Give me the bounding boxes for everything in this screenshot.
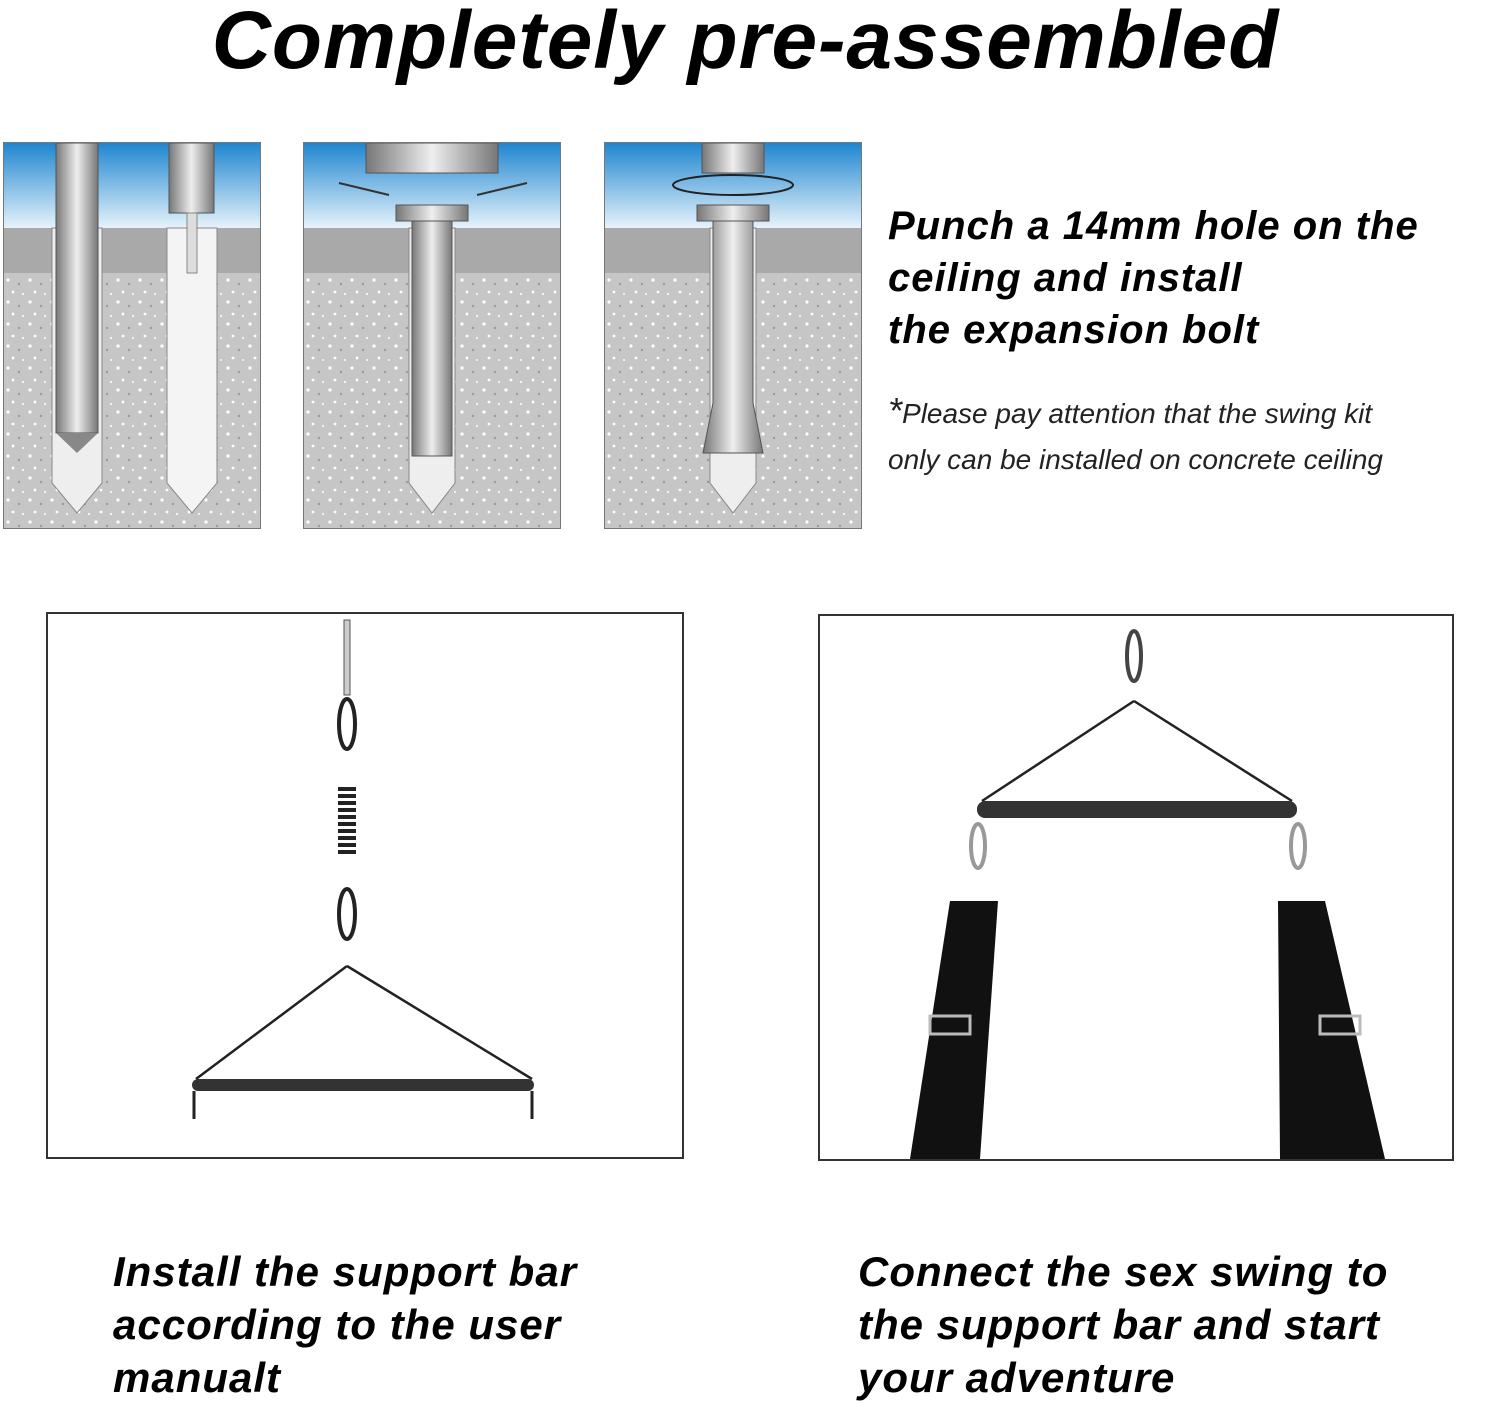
asterisk: * <box>888 390 903 431</box>
note-line: Please pay attention that the swing kit <box>902 398 1373 429</box>
step1-line: Punch a 14mm hole on the <box>888 204 1419 248</box>
step3-line: the support bar and start <box>858 1301 1381 1348</box>
step3-line: Connect the sex swing to <box>858 1248 1389 1295</box>
drill-hole-illustration <box>3 142 261 529</box>
swing-attached-illustration <box>818 614 1454 1161</box>
step2-line: according to the user <box>113 1301 562 1348</box>
note-line: only can be installed on concrete ceilin… <box>888 444 1383 475</box>
step2-line: manualt <box>113 1354 282 1401</box>
page-title: Completely pre-assembled <box>211 0 1280 86</box>
insert-bolt-illustration <box>303 142 561 529</box>
step2-instruction: Install the support bar according to the… <box>113 1245 577 1404</box>
step2-line: Install the support bar <box>113 1248 578 1295</box>
tighten-bolt-illustration <box>604 142 862 529</box>
support-bar-illustration <box>46 612 684 1159</box>
step1-line: the expansion bolt <box>888 308 1260 352</box>
step3-instruction: Connect the sex swing to the support bar… <box>858 1245 1388 1404</box>
step1-line: ceiling and install <box>888 256 1243 300</box>
installation-note: *Please pay attention that the swing kit… <box>888 388 1383 483</box>
step3-line: your adventure <box>858 1354 1176 1401</box>
step1-instruction: Punch a 14mm hole on the ceiling and ins… <box>888 200 1419 356</box>
